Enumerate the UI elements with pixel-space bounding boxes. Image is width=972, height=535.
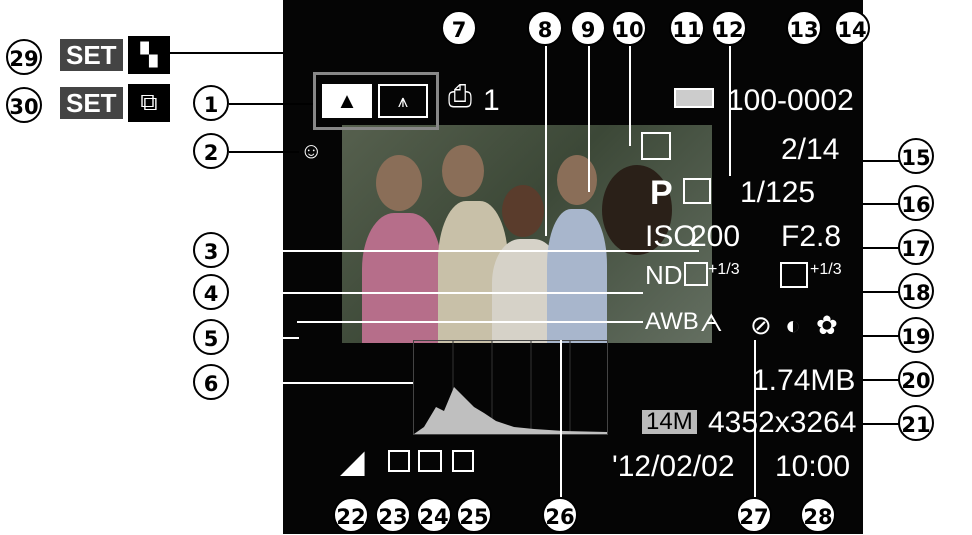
- edited-icon: [388, 450, 410, 472]
- callout-18: 18: [898, 273, 934, 309]
- folder-file-number: 100-0002: [727, 86, 854, 116]
- aperture: F2.8: [781, 222, 841, 252]
- leader-6: [229, 382, 413, 384]
- battery-icon: [674, 88, 714, 108]
- leader-21: [863, 423, 899, 425]
- callout-6: 6: [193, 364, 229, 400]
- callout-25: 25: [456, 497, 492, 533]
- callout-27: 27: [736, 497, 772, 533]
- set-label: SET: [66, 40, 117, 70]
- leader-1: [229, 103, 313, 105]
- leader-27: [754, 340, 756, 497]
- leader-2: [229, 151, 299, 153]
- callout-3: 3: [193, 232, 229, 268]
- shooting-mode: P: [650, 176, 673, 210]
- leader-20: [863, 379, 899, 381]
- callout-29: 29: [6, 39, 42, 75]
- compression-icon: ◢: [340, 442, 365, 480]
- macro-icon: ✿: [816, 310, 838, 341]
- callout-2: 2: [193, 133, 229, 169]
- flash-comp-icon: [780, 262, 808, 288]
- white-balance: AWB: [645, 310, 699, 334]
- leader-12: [729, 46, 731, 176]
- callout-7: 7: [441, 10, 477, 46]
- callout-10: 10: [611, 10, 647, 46]
- print-icon: ⎙: [448, 82, 472, 112]
- resolution-tag: 14M: [642, 410, 697, 434]
- file-size: 1.74MB: [752, 366, 855, 396]
- callout-15: 15: [898, 138, 934, 174]
- eye-fi-icon: [641, 132, 671, 160]
- histogram: [413, 340, 608, 435]
- protect-icon: [418, 450, 442, 472]
- histogram-mini-icon: ⩚: [378, 84, 428, 118]
- print-count: 1: [483, 86, 500, 116]
- favorite-icon: [452, 450, 474, 472]
- callout-4: 4: [193, 274, 229, 310]
- callout-22: 22: [333, 497, 369, 533]
- callout-11: 11: [669, 10, 705, 46]
- callout-30: 30: [6, 87, 42, 123]
- callout-5: 5: [193, 319, 229, 355]
- movie-icon: ▚: [128, 36, 170, 74]
- resolution: 4352x3264: [708, 408, 856, 438]
- metering-icon: [683, 178, 711, 204]
- leader-5: [229, 337, 299, 339]
- callout-14: 14: [834, 10, 870, 46]
- leader-9: [588, 46, 590, 192]
- exposure-comp-value: +1/3: [708, 262, 740, 278]
- set-button-continuous: SET: [57, 84, 126, 122]
- callout-21: 21: [898, 405, 934, 441]
- callout-1: 1: [193, 85, 229, 121]
- flash-comp-value: +1/3: [810, 262, 842, 278]
- my-colors-icon: ᗅ: [700, 310, 723, 338]
- face-id-icon: ☺: [300, 138, 322, 164]
- set-button-movie: SET: [57, 36, 126, 74]
- nd-filter: ND: [645, 262, 683, 288]
- leader-3: [229, 250, 699, 252]
- exposure-comp-icon: [684, 262, 708, 286]
- leader-26: [560, 340, 562, 497]
- callout-26: 26: [542, 497, 578, 533]
- iso-label: ISO: [645, 222, 697, 252]
- leader-18: [863, 291, 899, 293]
- callout-17: 17: [898, 229, 934, 265]
- set-label: SET: [66, 88, 117, 118]
- leader-16: [863, 203, 899, 205]
- i-contrast-icon: ◐: [785, 310, 801, 341]
- histogram-graph: [414, 341, 607, 434]
- callout-20: 20: [898, 361, 934, 397]
- leader-15: [863, 160, 899, 162]
- callout-24: 24: [416, 497, 452, 533]
- callout-19: 19: [898, 317, 934, 353]
- leader-8: [545, 46, 547, 236]
- leader-4: [229, 292, 643, 294]
- iso-value: 200: [690, 222, 740, 252]
- callout-16: 16: [898, 185, 934, 221]
- callout-13: 13: [786, 10, 822, 46]
- callout-23: 23: [375, 497, 411, 533]
- brightness-display-icon: ▲: [322, 84, 372, 118]
- leader-5b: [297, 321, 643, 323]
- shutter-speed: 1/125: [740, 178, 815, 208]
- callout-8: 8: [527, 10, 563, 46]
- callout-28: 28: [800, 497, 836, 533]
- shooting-date: '12/02/02: [612, 452, 735, 482]
- continuous-shooting-icon: ⧉: [128, 84, 170, 122]
- callout-12: 12: [711, 10, 747, 46]
- callout-9: 9: [570, 10, 606, 46]
- shooting-time: 10:00: [775, 452, 850, 482]
- leader-17: [863, 247, 899, 249]
- red-eye-icon: ⊘: [750, 310, 772, 341]
- image-number: 2/14: [781, 135, 839, 165]
- leader-19: [863, 335, 899, 337]
- leader-10: [629, 46, 631, 146]
